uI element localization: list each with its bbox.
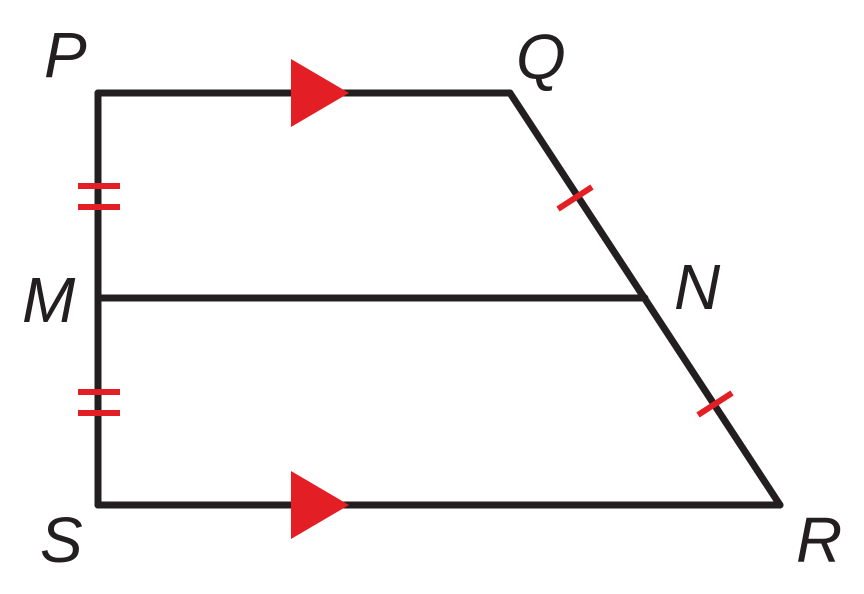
vertex-label-s: S [40,504,83,576]
parallel-marks [291,59,349,539]
trapezoid-edges [94,89,784,509]
vertex-label-p: P [44,19,87,91]
vertex-label-r: R [796,504,842,576]
parallel-arrow-pq [291,59,349,127]
vertex-label-m: M [22,264,76,336]
parallel-arrow-sr [291,471,349,539]
congruence-marks [78,183,734,418]
tick-nr [696,390,734,418]
vertex-label-q: Q [516,21,566,93]
vertex-label-n: N [674,251,721,323]
tick-qn [556,184,594,212]
